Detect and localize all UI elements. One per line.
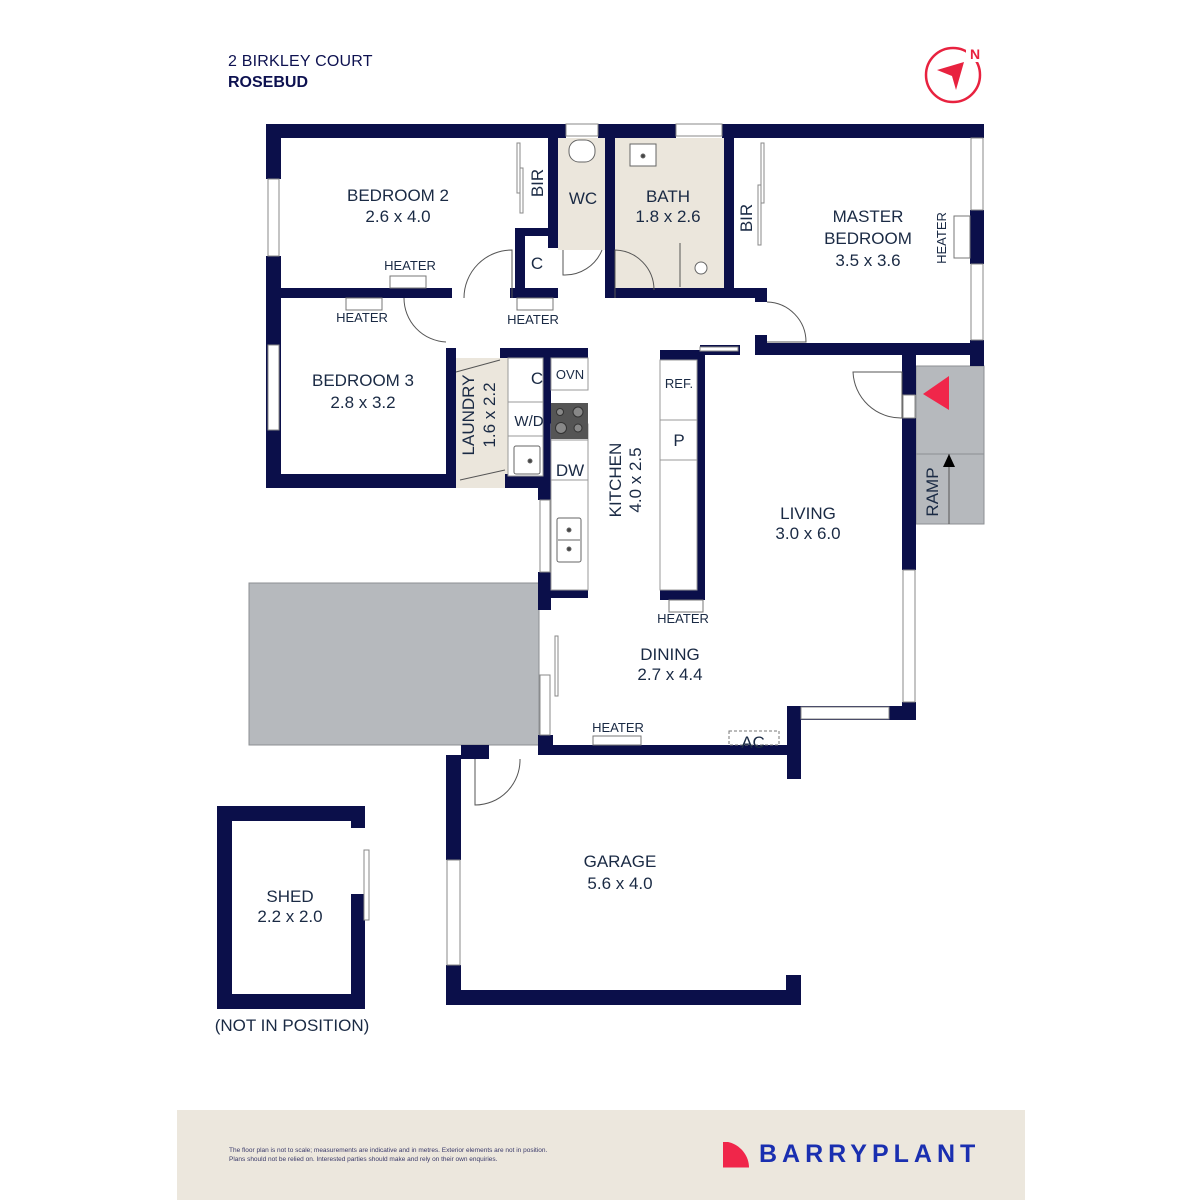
room-size-shed: 2.2 x 2.0 [257,907,322,926]
room-label-garage: GARAGE [584,852,657,871]
disclaimer-line-2: Plans should not be relied on. Intereste… [229,1156,498,1163]
footer: The floor plan is not to scale; measurem… [177,1110,1025,1200]
room-label-master-1: MASTER [833,207,904,226]
heater-label-dining: HEATER [592,720,644,735]
room-label-master-2: BEDROOM [824,229,912,248]
ac-unit [728,730,780,746]
heater-label-master: HEATER [934,212,949,264]
fixture-washer-dryer: W/D [514,413,543,430]
heater-units [345,215,971,746]
disclaimer-line-1: The floor plan is not to scale; measurem… [229,1147,548,1154]
street-address: 2 BIRKLEY COURT [228,53,373,70]
ramp-arrow-icon [943,454,955,467]
brand-name: BARRYPLANT [759,1140,981,1168]
fixture-cupboard-laundry: C [531,369,543,388]
fixture-bir-master: BIR [737,204,756,232]
fixture-bir-bedroom2: BIR [528,169,547,197]
entry-arrow-icon [923,376,949,410]
brand-mark-icon [723,1142,749,1168]
disclaimer: The floor plan is not to scale; measurem… [229,1146,589,1164]
windows [267,123,984,966]
room-label-wc: WC [569,189,597,208]
fixture-pantry: P [673,431,684,450]
room-size-laundry: 1.6 x 2.2 [480,382,499,447]
north-label: N [970,46,980,62]
exterior-deck [248,582,540,746]
room-size-living: 3.0 x 6.0 [775,524,840,543]
room-label-kitchen: KITCHEN [606,443,625,518]
cooktop-icon [551,403,588,439]
room-label-living: LIVING [780,504,836,523]
fixture-cupboard-hall: C [531,254,543,273]
room-label-bedroom3: BEDROOM 3 [312,371,414,390]
fixture-fridge: REF. [665,376,693,391]
room-label-bedroom2: BEDROOM 2 [347,186,449,205]
room-label-laundry: LAUNDRY [459,375,478,456]
room-size-bath: 1.8 x 2.6 [635,207,700,226]
room-label-dining: DINING [640,645,700,664]
heater-label-bedroom2: HEATER [384,258,436,273]
heater-label-bedroom3: HEATER [336,310,388,325]
fixture-ac: AC [741,733,765,752]
fixture-dishwasher: DW [556,461,584,480]
room-label-shed: SHED [266,887,313,906]
door-swings [403,249,903,806]
room-size-bedroom3: 2.8 x 3.2 [330,393,395,412]
room-size-master: 3.5 x 3.6 [835,251,900,270]
shed-note: (NOT IN POSITION) [215,1016,370,1035]
sliding-doors [363,142,765,921]
heater-label-kitchen: HEATER [657,611,709,626]
room-size-dining: 2.7 x 4.4 [637,665,702,684]
sink-icons [513,139,708,563]
room-label-bath: BATH [646,187,690,206]
entry-landing [915,365,985,455]
brand-logo: BARRYPLANT [723,1140,980,1169]
ramp-label: RAMP [923,467,942,516]
fixture-oven: OVN [556,367,584,382]
room-size-garage: 5.6 x 4.0 [587,874,652,893]
north-compass-icon: N [924,44,984,104]
laundry-floor [454,358,508,488]
room-size-bedroom2: 2.6 x 4.0 [365,207,430,226]
suburb: ROSEBUD [228,74,309,91]
address-block: 2 BIRKLEY COURT ROSEBUD [228,52,373,94]
room-size-kitchen: 4.0 x 2.5 [626,447,645,512]
floor-plan: BEDROOM 2 2.6 x 4.0 BEDROOM 3 2.8 x 3.2 … [215,123,985,1035]
heater-label-hall: HEATER [507,312,559,327]
